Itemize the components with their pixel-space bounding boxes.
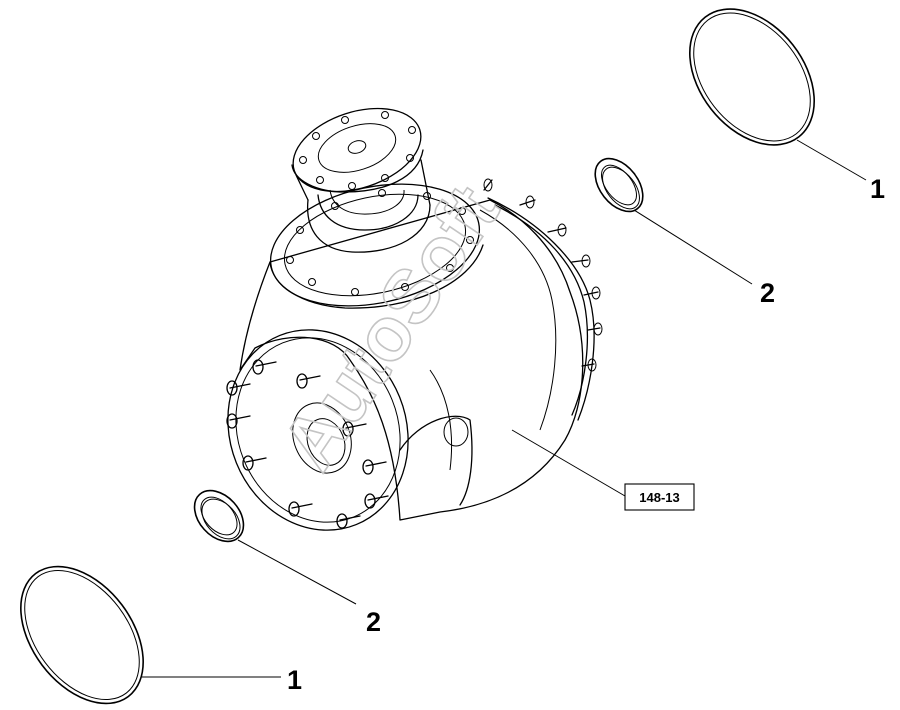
callout-label-ring-bottom-left: 1 [287, 665, 302, 695]
o-ring-bottom-left[interactable] [0, 543, 168, 710]
leader-line-housing [511, 429, 626, 497]
leader-line-seal-upper [633, 209, 753, 285]
o-ring-top-right[interactable] [664, 0, 840, 169]
watermark-text: AutoSoft [266, 171, 516, 484]
leader-line-top-right-ring [796, 139, 867, 181]
differential-housing[interactable] [198, 93, 603, 557]
callout-label-seal-lower: 2 [366, 607, 381, 637]
seal-upper[interactable] [586, 150, 653, 221]
reference-box-label: 148-13 [639, 490, 679, 505]
reference-box-148-13[interactable]: 148-13 [624, 483, 695, 511]
leader-line-seal-lower [237, 539, 357, 605]
seal-lower[interactable] [185, 481, 254, 551]
callout-label-seal-upper: 2 [760, 278, 775, 308]
callout-label-ring-top-right: 1 [870, 174, 885, 204]
